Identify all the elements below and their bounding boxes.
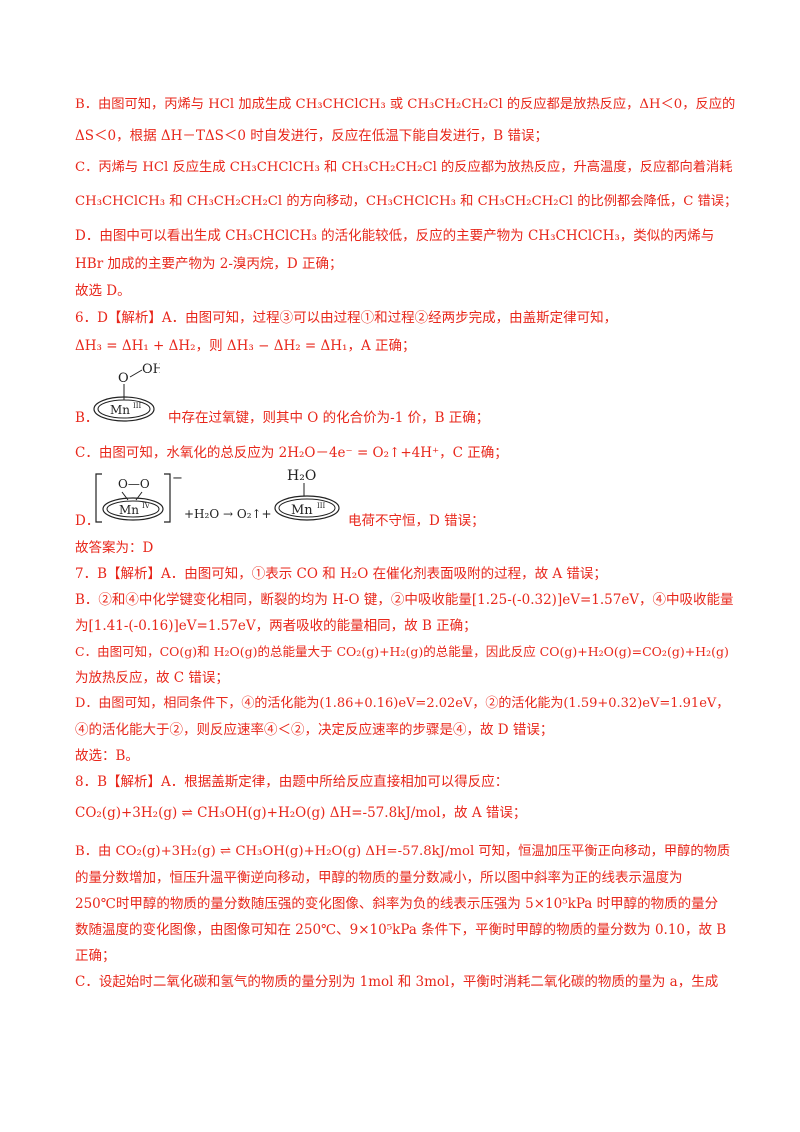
q8-option-b-line1: B．由 CO₂(g)+3H₂(g) ⇌ CH₃OH(g)+H₂O(g) ΔH=-… [75, 844, 731, 859]
svg-text:III: III [317, 502, 326, 510]
svg-text:+H₂O → O₂↑+: +H₂O → O₂↑+ [184, 507, 272, 521]
q8-option-c-line1: C．设起始时二氧化碳和氢气的物质的量分别为 1mol 和 3mol，平衡时消耗二… [75, 974, 719, 990]
svg-text:O—O: O—O [118, 477, 150, 491]
q5-option-c-line2: CH₃CHClCH₃ 和 CH₃CH₂CH₂Cl 的方向移动，CH₃CHClCH… [75, 194, 738, 209]
svg-text:Mn: Mn [119, 503, 139, 517]
q7-option-d-line1: D．由图可知，相同条件下，④的活化能为(1.86+0.16)eV=2.02eV，… [75, 696, 730, 711]
q6-option-d-label: D． [75, 513, 100, 529]
svg-text:O: O [118, 371, 129, 386]
q6-option-b-label: B． [75, 410, 99, 426]
q5-option-c-line1: C．丙烯与 HCl 反应生成 CH₃CHClCH₃ 和 CH₃CH₂CH₂Cl … [75, 160, 733, 175]
q8-option-b-line3: 250℃时甲醇的物质的量分数随压强的变化图像、斜率为负的线表示压强为 5×10⁵… [75, 896, 719, 912]
q8-option-b-line2: 的量分数增加，恒压升温平衡逆向移动，甲醇的物质的量分数减小，所以图中斜率为正的线… [75, 870, 683, 886]
q8-option-a-line2: CO₂(g)+3H₂(g) ⇌ CH₃OH(g)+H₂O(g) ΔH=-57.8… [75, 805, 527, 821]
q7-header: 7．B【解析】A．由图可知，①表示 CO 和 H₂O 在催化剂表面吸附的过程，故… [75, 566, 607, 582]
mn-iv-peroxo-reaction-structure: − O—O Mn IV +H₂O → O₂↑+ H₂O Mn III [95, 468, 340, 523]
q5-answer: 故选 D。 [75, 283, 131, 299]
q5-option-b-line1: B．由图可知，丙烯与 HCl 加成生成 CH₃CHClCH₃ 或 CH₃CH₂C… [75, 97, 736, 112]
q5-option-d-line1: D．由图中可以看出生成 CH₃CHClCH₃ 的活化能较低，反应的主要产物为 C… [75, 228, 715, 244]
q7-option-b-line1: B．②和④中化学键变化相同，断裂的均为 H-O 键，②中吸收能量[1.25-(-… [75, 592, 734, 608]
q7-option-c-line2: 为放热反应，故 C 错误； [75, 670, 229, 686]
q8-option-b-line4: 数随温度的变化图像，由图像可知在 250℃、9×10⁵kPa 条件下，平衡时甲醇… [75, 922, 727, 938]
svg-text:Mn: Mn [291, 503, 313, 518]
q7-option-d-line2: ④的活化能大于②，则反应速率④＜②，决定反应速率的步骤是④，故 D 错误； [75, 722, 554, 738]
mn-iii-hydroperoxo-structure: O OH Mn III [93, 362, 160, 422]
q5-option-b-line2: ΔS＜0，根据 ΔH－TΔS＜0 时自发进行，反应在低温下能自发进行，B 错误； [75, 128, 548, 144]
svg-text:III: III [133, 402, 142, 410]
svg-text:H₂O: H₂O [287, 468, 316, 484]
q6-option-d-text: 电荷不守恒，D 错误； [348, 513, 485, 529]
q7-option-b-line2: 为[1.41-(-0.16)]eV=1.57eV，两者吸收的能量相同，故 B 正… [75, 618, 477, 634]
svg-text:IV: IV [142, 502, 151, 510]
q5-option-d-line2: HBr 加成的主要产物为 2-溴丙烷，D 正确； [75, 256, 343, 272]
q7-answer: 故选：B。 [75, 748, 139, 764]
svg-text:−: − [172, 471, 183, 486]
q8-header: 8．B【解析】A．根据盖斯定律，由题中所给反应直接相加可以得反应： [75, 774, 509, 790]
q6-answer: 故答案为：D [75, 540, 154, 556]
q8-option-b-line5: 正确； [75, 948, 116, 964]
q6-option-a-line2: ΔH₃ = ΔH₁ + ΔH₂，则 ΔH₃ − ΔH₂ = ΔH₁，A 正确； [75, 338, 416, 354]
q6-header: 6．D【解析】A．由图可知，过程③可以由过程①和过程②经两步完成，由盖斯定律可知… [75, 310, 618, 326]
q6-option-b-text: 中存在过氧键，则其中 O 的化合价为-1 价，B 正确； [168, 410, 490, 426]
svg-text:Mn: Mn [110, 403, 130, 417]
svg-text:OH: OH [142, 362, 160, 377]
q6-option-c: C．由图可知，水氧化的总反应为 2H₂O－4e⁻ = O₂↑+4H⁺，C 正确； [75, 445, 508, 461]
q7-option-c-line1: C．由图可知，CO(g)和 H₂O(g)的总能量大于 CO₂(g)+H₂(g)的… [75, 644, 729, 659]
